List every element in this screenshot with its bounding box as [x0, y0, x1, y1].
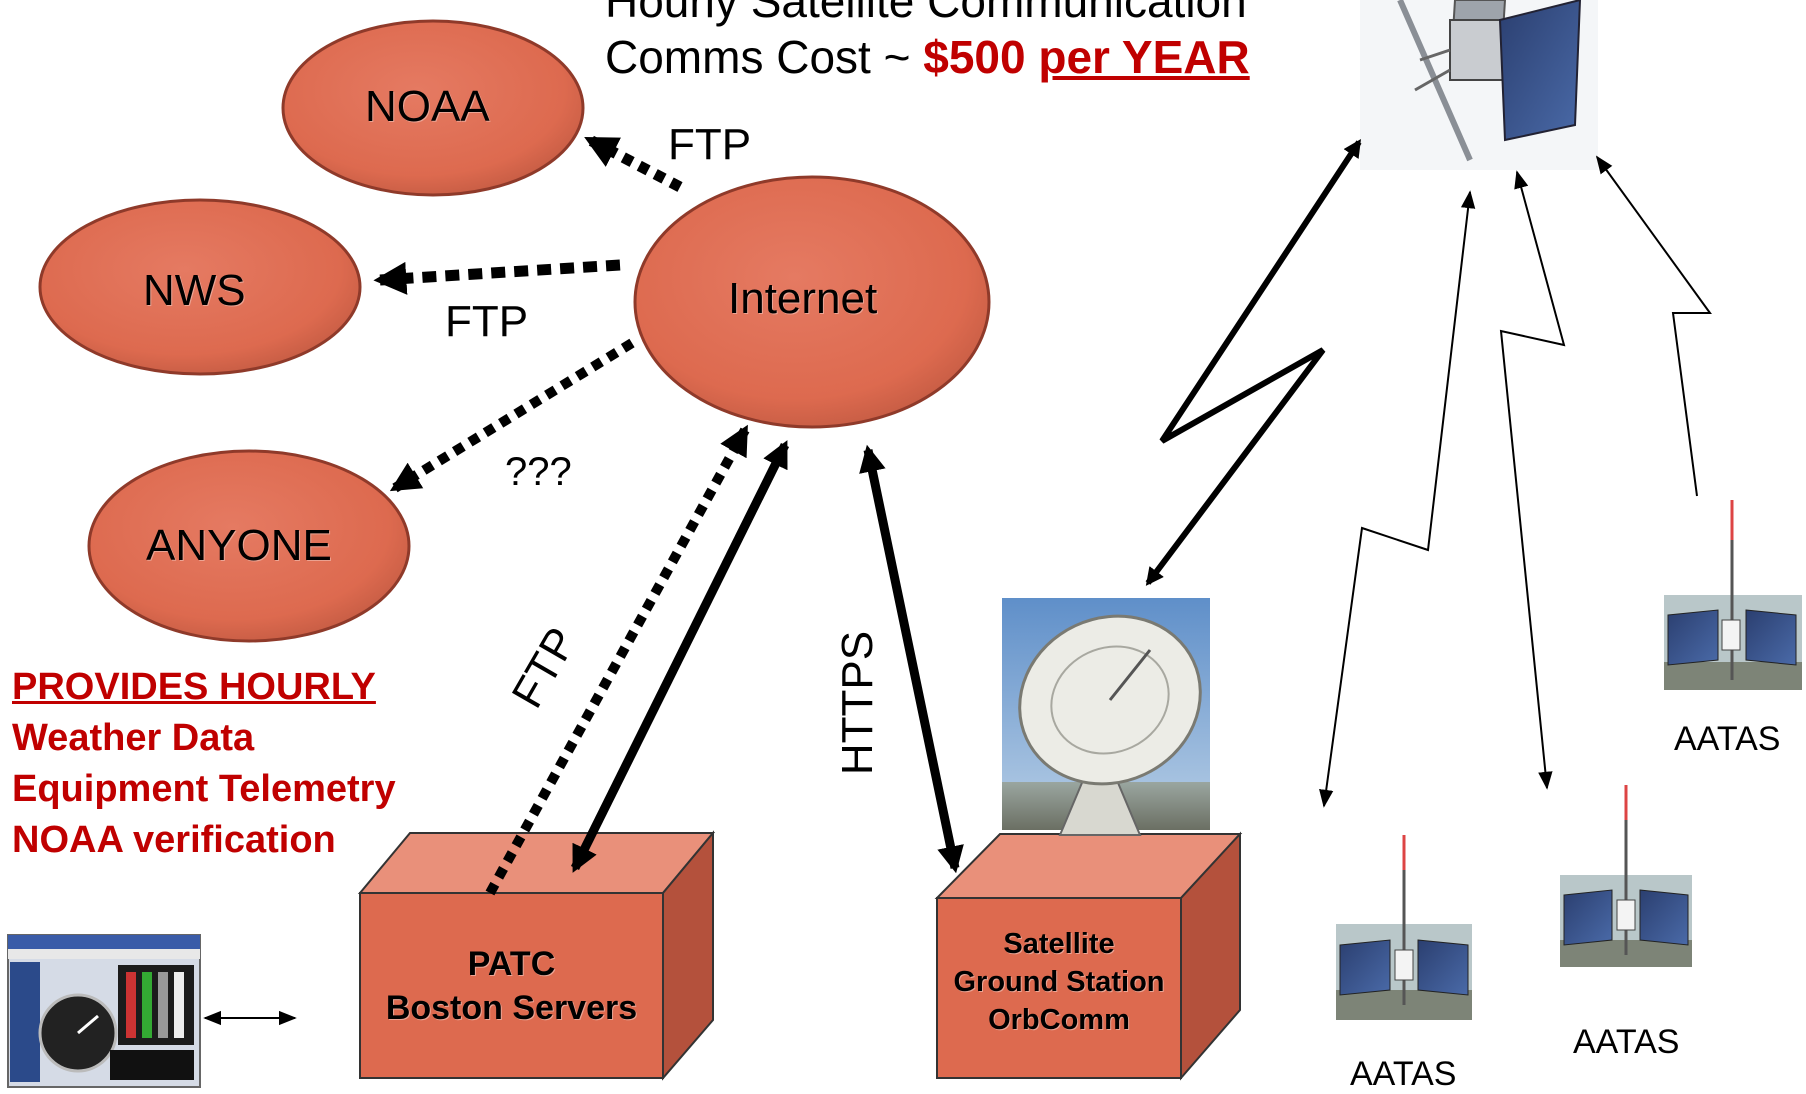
ftp-nws-label: FTP	[445, 297, 529, 346]
provides-list: PROVIDES HOURLY Weather Data Equipment T…	[12, 662, 396, 866]
aatas-station-image-3	[1664, 500, 1802, 690]
internet-node	[633, 175, 991, 429]
unknown-label: ???	[505, 450, 572, 494]
ground-satellite-zigzag	[1145, 138, 1362, 586]
aatas-station-image-2	[1560, 785, 1692, 967]
nws-label: NWS	[143, 266, 246, 315]
nws-node	[38, 198, 362, 376]
aatas-station-image-1	[1336, 835, 1472, 1020]
internet-label: Internet	[728, 274, 878, 323]
ground-station-box	[934, 831, 1243, 1081]
monitoring-screenshot-image	[7, 934, 201, 1088]
ftp-noaa-label: FTP	[668, 120, 752, 169]
provides-title: PROVIDES HOURLY	[12, 666, 376, 708]
satellite-image	[1360, 0, 1598, 170]
aatas-satellite-link-3	[1595, 155, 1712, 497]
anyone-label: ANYONE	[146, 521, 332, 570]
https-connector	[859, 444, 964, 874]
cost-period: per YEAR	[1038, 31, 1250, 83]
ftp-noaa-connector	[584, 135, 683, 192]
aatas-satellite-link-1	[1319, 190, 1476, 808]
header-title: Hourly Satellite Communication	[605, 0, 1247, 27]
cost-amount: $500	[923, 31, 1026, 83]
patc-label-line2: Boston Servers	[385, 989, 638, 1027]
provides-item: NOAA verification	[12, 819, 336, 861]
ftp-nws-connector	[373, 259, 621, 295]
cost-line: Comms Cost ~ $500 per YEAR	[605, 30, 1250, 84]
aatas-satellite-link-2	[1499, 170, 1566, 790]
patc-label-line1: PATC	[467, 945, 556, 983]
ground-station-line3: OrbComm	[988, 1004, 1130, 1036]
aatas-label-2: AATAS	[1573, 1023, 1680, 1061]
ground-station-line2: Ground Station	[953, 966, 1165, 998]
noaa-node	[281, 19, 585, 197]
ground-station-line1: Satellite	[1003, 928, 1115, 960]
patc-label: PATC Boston Servers	[360, 942, 663, 1030]
provides-item: Equipment Telemetry	[12, 768, 396, 810]
noaa-label: NOAA	[365, 82, 490, 131]
anyone-node	[87, 449, 411, 643]
provides-item: Weather Data	[12, 717, 255, 759]
patc-internet-connector	[570, 440, 790, 873]
aatas-label-3: AATAS	[1674, 720, 1781, 758]
aatas-label-1: AATAS	[1350, 1055, 1457, 1093]
satellite-dish-image	[1002, 598, 1210, 836]
cost-prefix: Comms Cost ~	[605, 31, 924, 83]
ground-station-label: Satellite Ground Station OrbComm	[937, 925, 1181, 1039]
https-label: HTTPS	[833, 630, 882, 776]
patc-server-box	[357, 830, 716, 1081]
